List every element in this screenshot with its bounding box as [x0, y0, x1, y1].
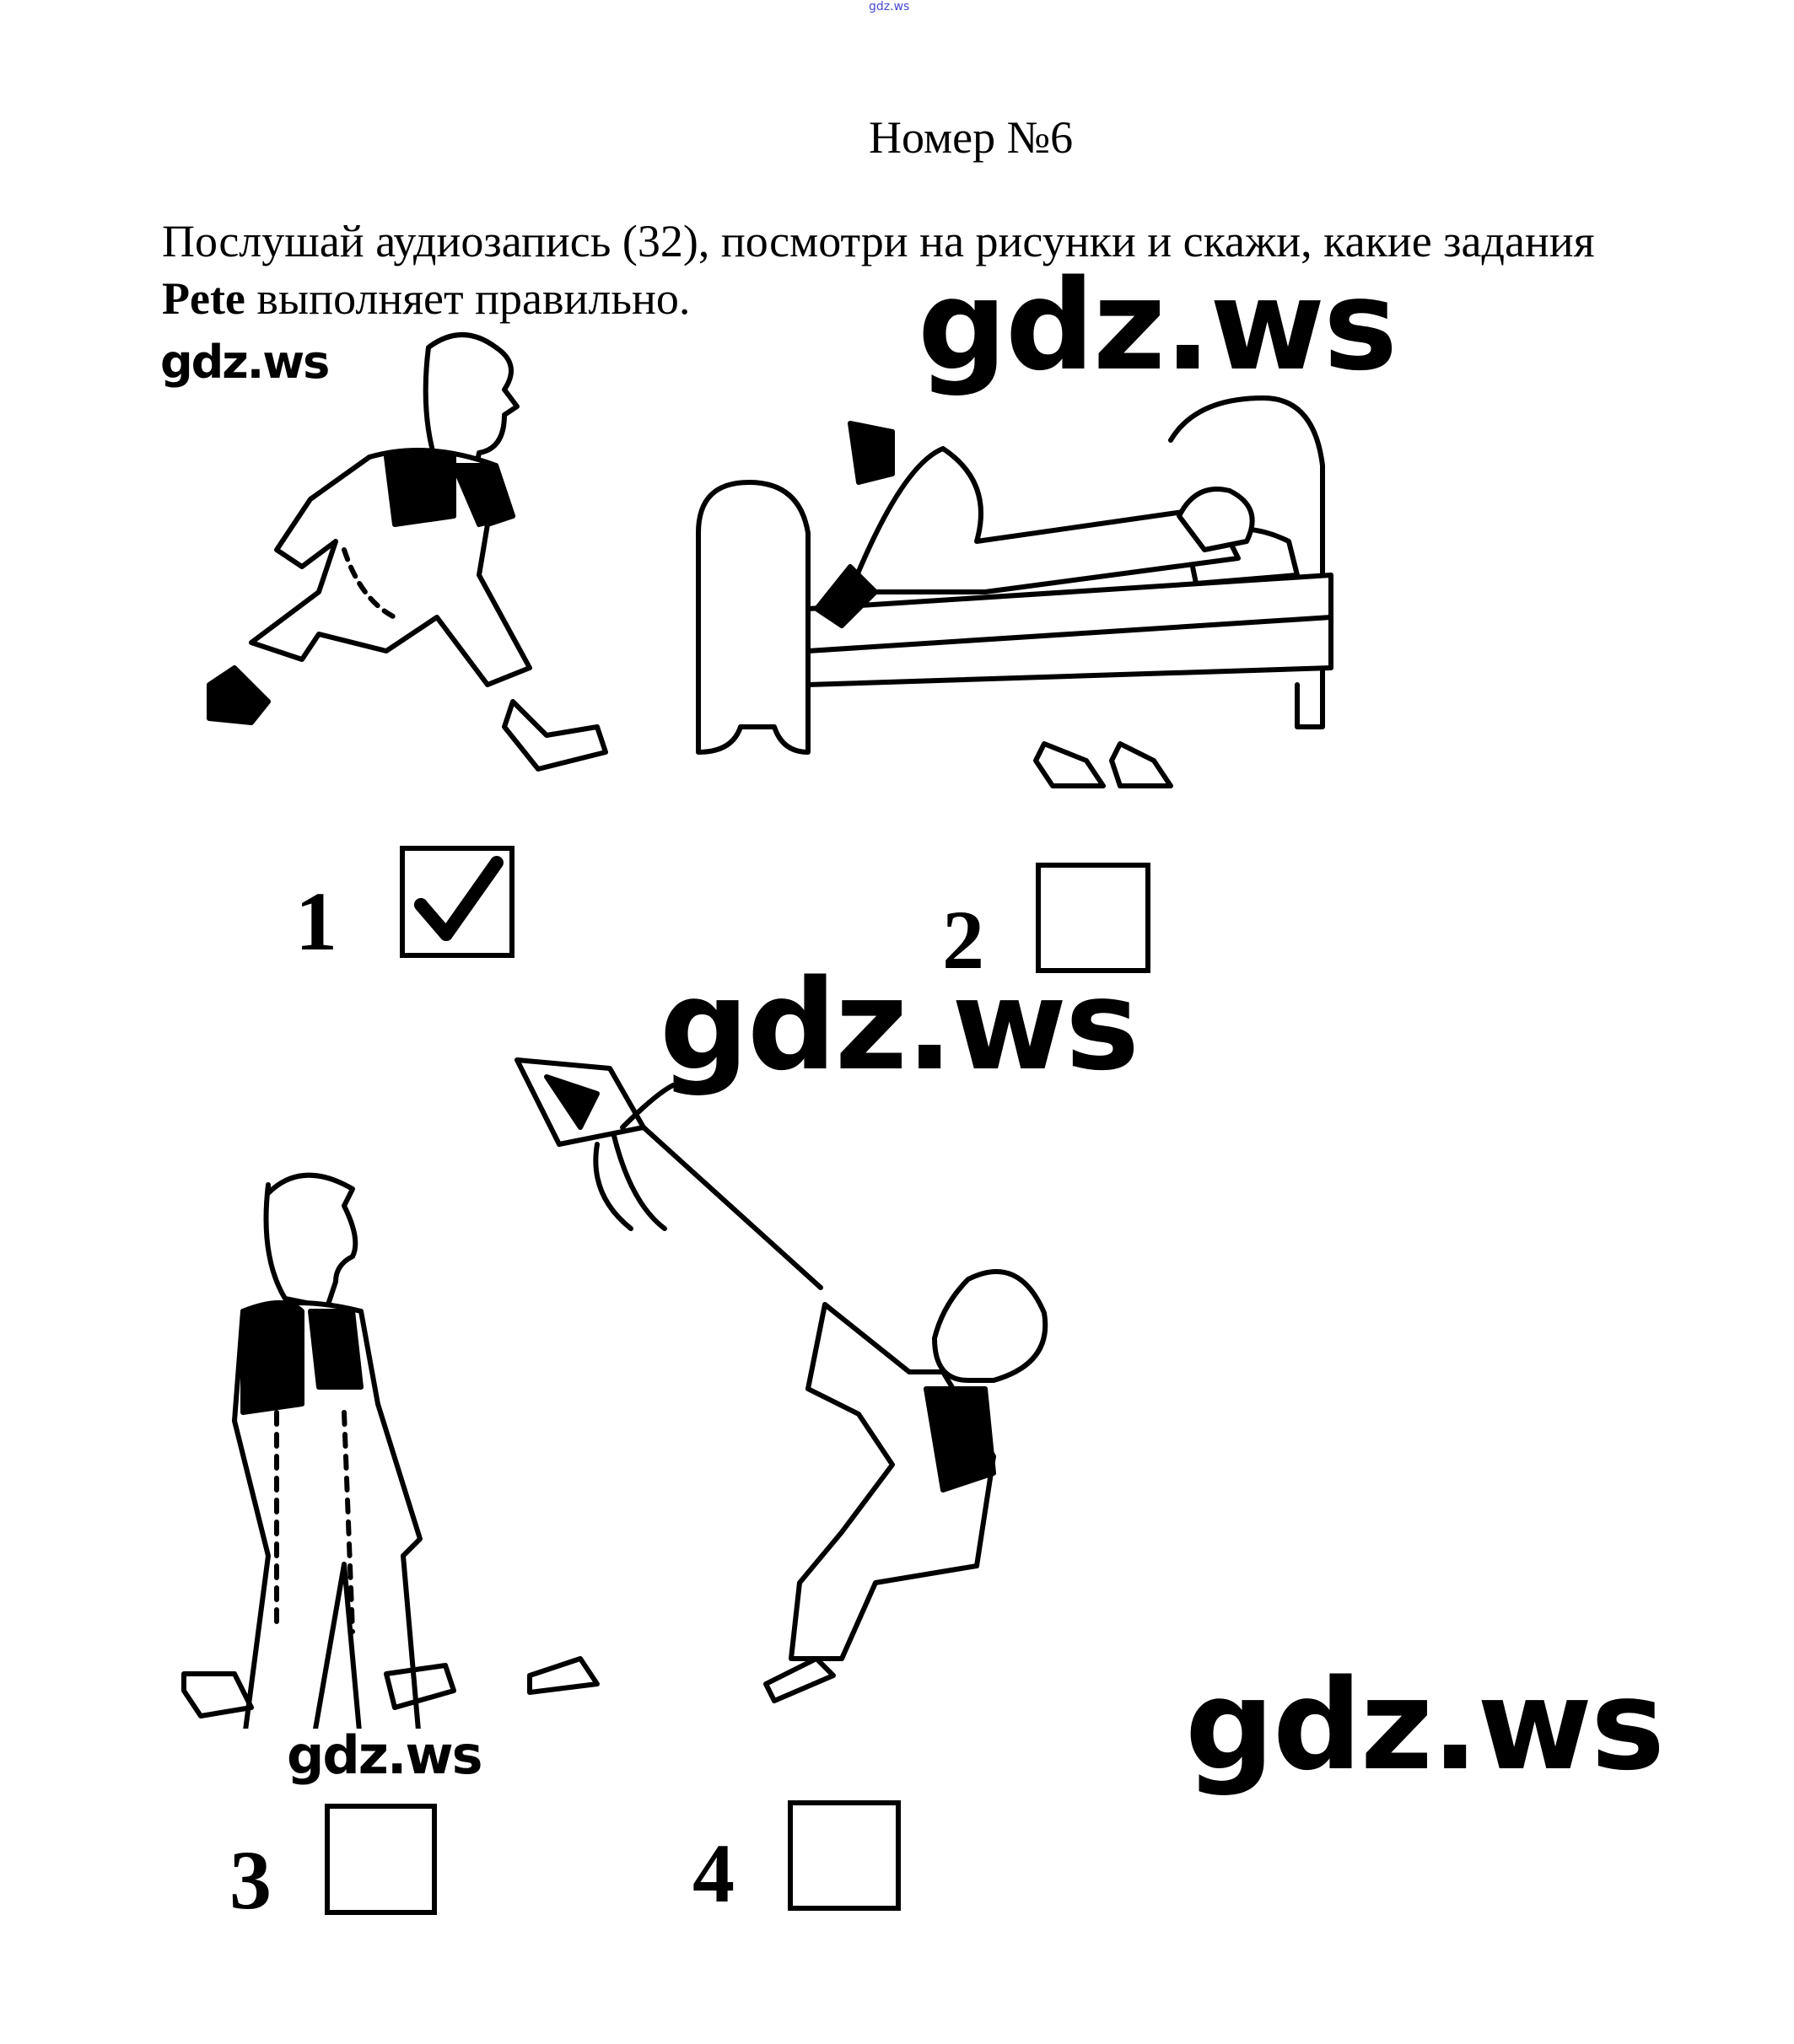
illustration-boy-running — [207, 332, 608, 772]
illustration-boy-walking — [181, 1172, 456, 1729]
page-title: Номер №6 — [869, 112, 1074, 163]
check-mark-icon — [414, 856, 504, 941]
illustration-boy-on-bed — [696, 395, 1333, 788]
answer-checkbox-3[interactable] — [325, 1804, 437, 1915]
illustration-boy-flying-kite — [514, 1057, 1048, 1703]
watermark: gdz.ws — [160, 336, 330, 389]
watermark: gdz.ws — [287, 1724, 483, 1786]
answer-checkbox-2[interactable] — [1036, 863, 1150, 973]
watermark: gdz.ws — [1185, 1653, 1665, 1798]
picture-number-2: 2 — [942, 893, 984, 987]
watermark: gdz.ws — [660, 953, 1139, 1098]
instruction-text: Послушай аудиозапись (32), посмотри на р… — [162, 216, 1595, 266]
picture-number-1: 1 — [295, 874, 337, 968]
instruction-name: Pete — [162, 273, 245, 324]
answer-checkbox-4[interactable] — [788, 1800, 901, 1911]
picture-number-4: 4 — [692, 1826, 735, 1920]
task-instruction: Послушай аудиозапись (32), посмотри на р… — [162, 212, 1680, 327]
watermark: gdz.ws — [918, 253, 1398, 398]
picture-number-3: 3 — [229, 1833, 272, 1927]
answer-checkbox-1[interactable] — [400, 846, 514, 958]
instruction-text-end: выполняет правильно. — [245, 273, 691, 324]
top-watermark: gdz.ws — [869, 0, 910, 13]
